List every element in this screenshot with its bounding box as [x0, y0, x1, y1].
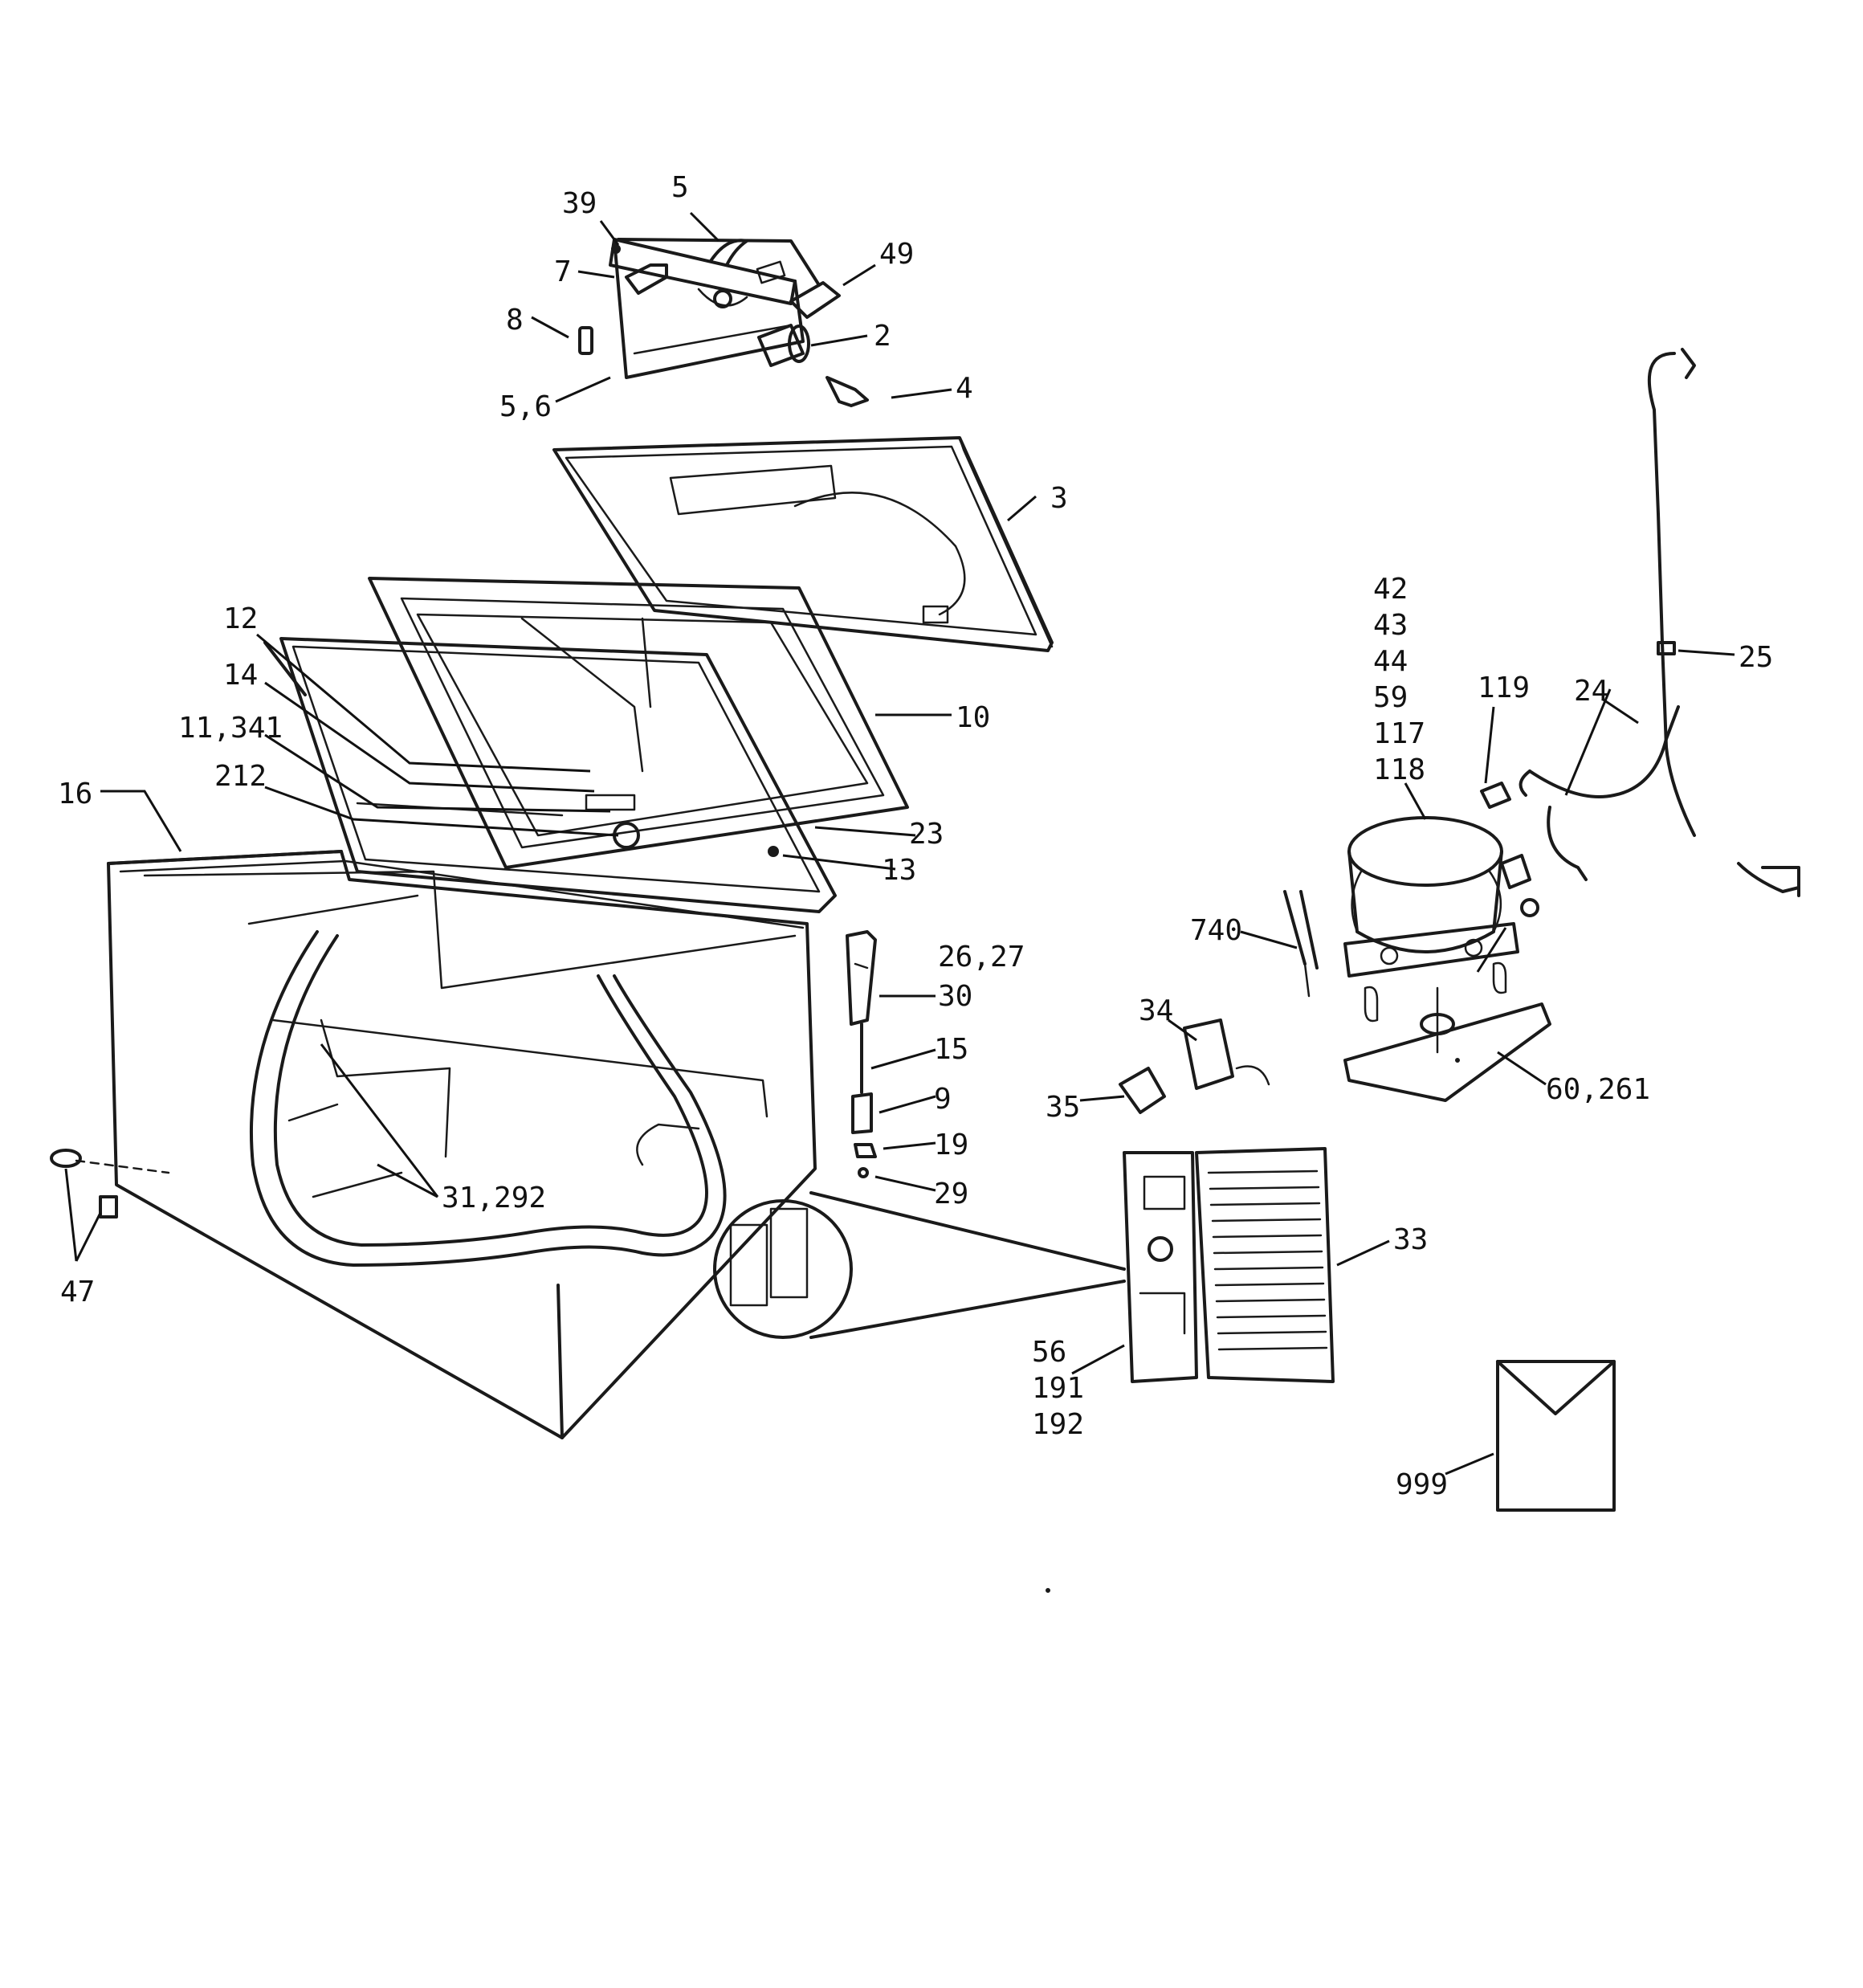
callout-43: 43 [1373, 609, 1408, 642]
screw-39 [611, 244, 621, 254]
key-4 [826, 376, 869, 407]
lid-handle-assembly [609, 238, 821, 379]
callout-9: 9 [934, 1083, 952, 1116]
callout-13: 13 [882, 854, 916, 887]
clip-5 [709, 239, 748, 267]
callout-8: 8 [506, 304, 524, 337]
door-gasket [250, 930, 727, 1267]
insert-49 [789, 281, 841, 319]
callout-59: 59 [1373, 681, 1408, 714]
callout-16: 16 [58, 778, 92, 810]
callout-30: 30 [938, 980, 972, 1013]
manual-envelope-999 [1496, 1360, 1616, 1512]
callout-2: 2 [874, 320, 891, 353]
callout-12: 12 [223, 602, 258, 635]
callout-34: 34 [1139, 994, 1173, 1027]
callout-60-261: 60,261 [1546, 1073, 1650, 1106]
callout-39: 39 [562, 187, 597, 220]
callout-4: 4 [956, 372, 973, 405]
callout-47: 47 [60, 1276, 95, 1308]
cabinet-body [107, 850, 817, 1439]
callout-740: 740 [1190, 914, 1242, 947]
callout-49: 49 [879, 238, 914, 271]
callout-24: 24 [1574, 675, 1608, 708]
strip-12 [263, 641, 307, 696]
ventilation-cover [1195, 1147, 1335, 1383]
callout-56: 56 [1032, 1336, 1066, 1369]
relay-119 [1480, 782, 1511, 809]
callout-15: 15 [934, 1033, 968, 1066]
callout-7: 7 [554, 255, 572, 288]
lock-cylinder-2 [757, 324, 810, 367]
knob-35 [1119, 1067, 1166, 1114]
lid-liner [279, 637, 837, 913]
thermostat-34 [1183, 1018, 1270, 1090]
callout-35: 35 [1046, 1091, 1080, 1124]
callout-191: 191 [1032, 1372, 1084, 1405]
callout-19: 19 [934, 1129, 968, 1161]
callout-25: 25 [1739, 641, 1773, 674]
control-panel-plate [1123, 1151, 1198, 1383]
callout-23: 23 [909, 818, 944, 851]
compressor-baseplate [1343, 961, 1551, 1102]
callout-26-27: 26,27 [938, 941, 1025, 974]
spring-8 [578, 326, 593, 355]
screw-13 [768, 846, 779, 857]
sensor-740 [1283, 890, 1319, 998]
leader-lines [64, 211, 1735, 1476]
callout-3: 3 [1050, 482, 1068, 515]
relay-and-overload [1500, 854, 1539, 917]
callout-118: 118 [1373, 753, 1425, 786]
callout-31-292: 31,292 [442, 1182, 546, 1214]
callout-999: 999 [1396, 1468, 1448, 1501]
callout-119: 119 [1478, 672, 1530, 704]
callout-14: 14 [223, 659, 258, 692]
callout-212: 212 [214, 760, 267, 793]
callout-labels: 39 5 49 7 8 2 4 5,6 3 12 14 11,341 212 1… [58, 171, 1773, 1501]
callout-10: 10 [956, 701, 990, 734]
control-panel-inset [713, 1191, 1126, 1339]
callout-5-6: 5,6 [499, 390, 552, 423]
callout-117: 117 [1373, 717, 1425, 750]
callout-42: 42 [1373, 573, 1408, 606]
callout-44: 44 [1373, 645, 1408, 678]
callout-33: 33 [1393, 1223, 1428, 1256]
callout-29: 29 [934, 1178, 968, 1210]
hinge-assembly [846, 930, 877, 1178]
foot-47 [50, 1149, 170, 1219]
callout-11-341: 11,341 [178, 712, 283, 745]
callout-192: 192 [1032, 1408, 1084, 1441]
bracket-7 [625, 263, 668, 295]
power-cord-25 [1647, 348, 1800, 897]
callout-5: 5 [671, 171, 689, 204]
harness-24 [1519, 705, 1680, 881]
compressor [1343, 816, 1519, 978]
